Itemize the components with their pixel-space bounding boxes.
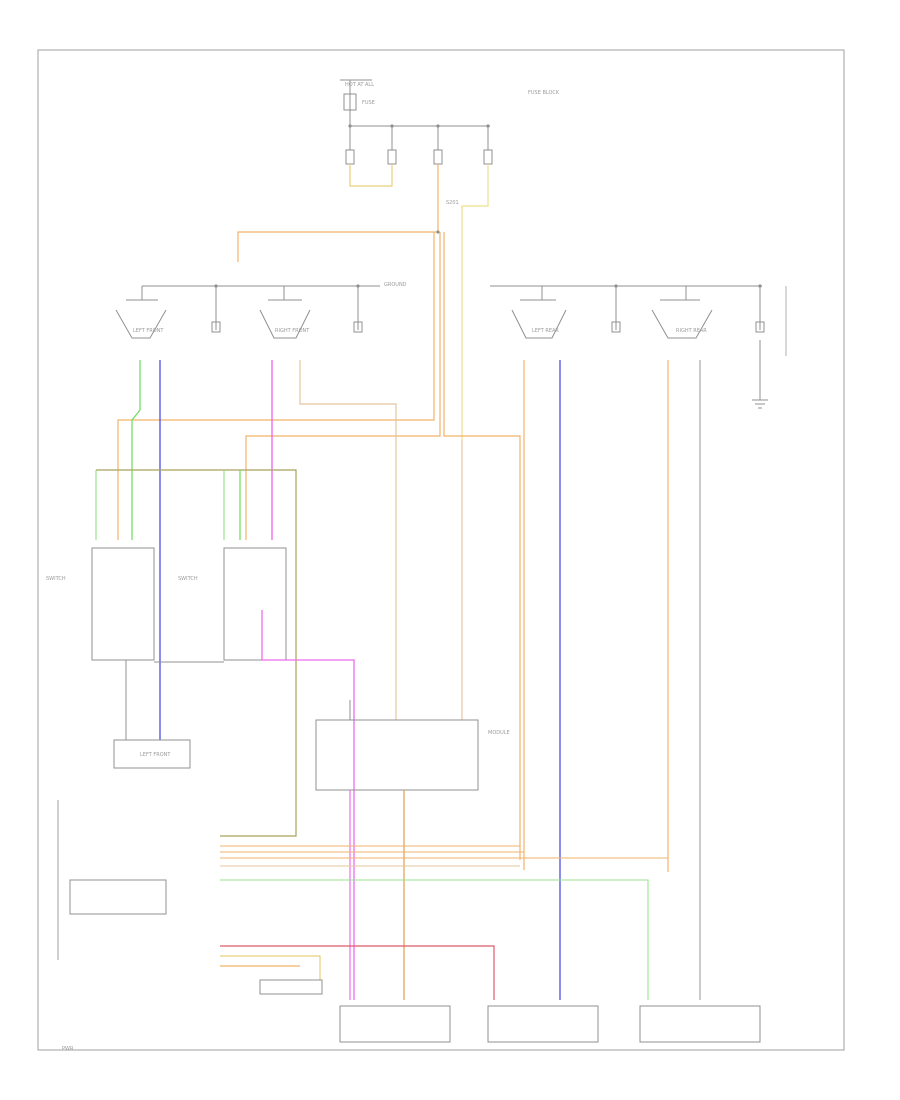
switch-right-label: SWITCH: [178, 576, 198, 582]
lower-harness: PWR: [57, 800, 761, 1052]
central-module: MODULE: [315, 700, 510, 1000]
motor-rf-label: RIGHT FRONT: [275, 328, 310, 334]
switch-left-label: SWITCH: [46, 576, 66, 582]
lock-switches: SWITCH SWITCH LEFT FRONT: [46, 469, 355, 1000]
diagram-frame: [37, 49, 845, 1051]
splice-label: S201: [446, 200, 459, 206]
power-source-label: HOT AT ALL: [345, 82, 374, 88]
module-label: MODULE: [488, 730, 510, 736]
fuse-block-label: FUSE BLOCK: [528, 90, 560, 96]
motor-lr-label: LEFT REAR: [532, 328, 559, 334]
orange-bundle: [117, 230, 521, 860]
fuse-label: FUSE: [362, 100, 375, 106]
actuator-lf-label: LEFT FRONT: [140, 752, 171, 758]
motor-rr-label: RIGHT REAR: [676, 328, 707, 334]
page-ref-label: PWR: [62, 1046, 74, 1052]
front-motor-group: LEFT FRONT RIGHT FRONT GROUND: [115, 282, 407, 740]
motor-lf-label: LEFT FRONT: [133, 328, 164, 334]
fuse-block-section: HOT AT ALL FUSE FUSE BLOCK S201: [340, 79, 560, 440]
front-grounds-label: GROUND: [384, 282, 407, 288]
rear-motor-group: LEFT REAR RIGHT REAR: [490, 284, 787, 1000]
